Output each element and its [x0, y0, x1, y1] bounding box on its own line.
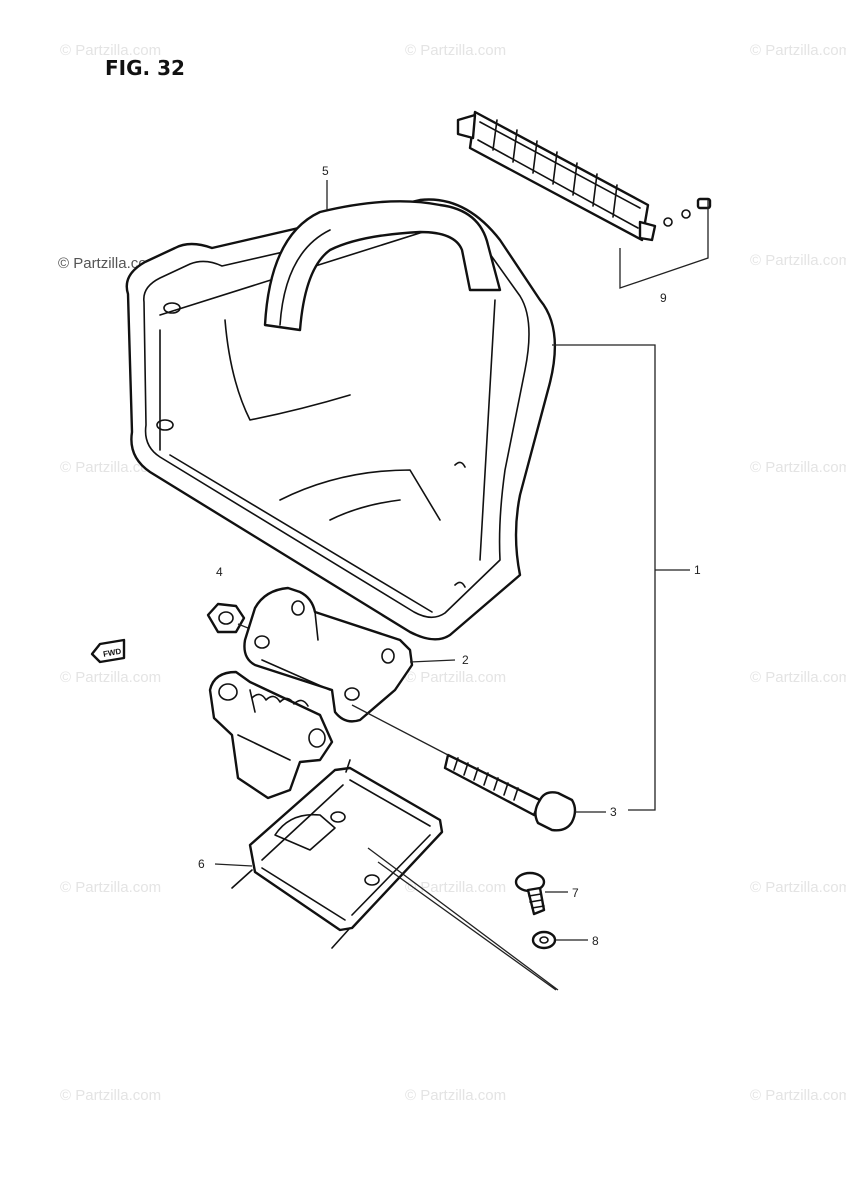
callout-6: 6 — [198, 857, 205, 871]
callout-8: 8 — [592, 934, 599, 948]
watermark: © Partzilla.com — [750, 1087, 846, 1104]
stay — [214, 759, 559, 991]
bolt — [351, 704, 606, 832]
watermark: © Partzilla.com — [750, 669, 846, 686]
washer — [531, 930, 588, 950]
nut — [206, 602, 259, 634]
callout-5: 5 — [322, 164, 329, 178]
grille — [456, 110, 712, 289]
watermark: © Partzilla.com — [750, 459, 846, 476]
forward-arrow: FWD — [90, 638, 126, 664]
callout-4: 4 — [216, 565, 223, 579]
watermark: © Partzilla.com — [405, 879, 506, 896]
bracket — [243, 586, 456, 723]
figure-label: FIG. 32 — [105, 56, 185, 80]
screw — [514, 871, 568, 916]
watermark: © Partzilla.com — [60, 669, 161, 686]
watermark: © Partzilla.com — [60, 1087, 161, 1104]
fwd-label: FWD — [102, 647, 122, 659]
watermark: © Partzilla.com — [60, 42, 161, 59]
assembly-leader — [552, 344, 656, 811]
watermark: © Partzilla.com — [405, 669, 506, 686]
watermark: © Partzilla.com — [405, 1087, 506, 1104]
headlight-housing — [125, 198, 557, 641]
callout-7: 7 — [572, 886, 579, 900]
watermark: © Partzilla.com — [750, 879, 846, 896]
watermark: © Partzilla.com — [750, 252, 846, 269]
watermark: © Partzilla.com — [750, 42, 846, 59]
callout-3: 3 — [610, 805, 617, 819]
watermark: © Partzilla.com — [405, 42, 506, 59]
watermark: © Partzilla.com — [60, 879, 161, 896]
hinge — [208, 670, 334, 800]
callout-1: 1 — [694, 563, 701, 577]
callout-9: 9 — [660, 291, 667, 305]
callout-2: 2 — [462, 653, 469, 667]
watermark: © Partzilla.com — [60, 459, 161, 476]
watermark-main: © Partzilla.com — [58, 255, 159, 272]
